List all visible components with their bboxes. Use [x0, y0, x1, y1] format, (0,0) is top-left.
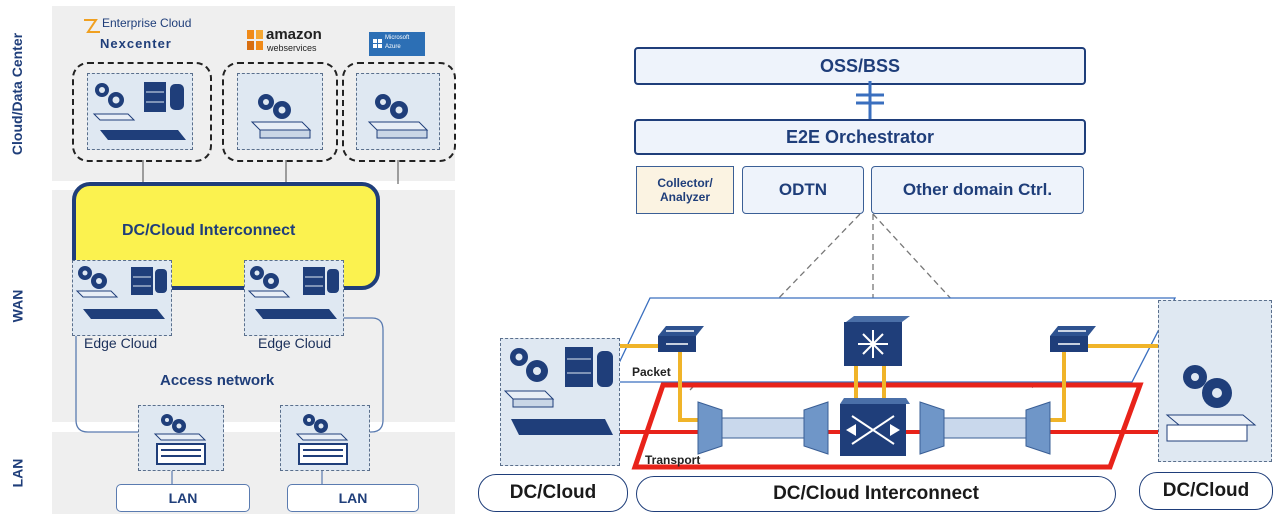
packet-label: Packet: [632, 365, 671, 379]
multiplexer-icon: [697, 401, 1051, 455]
nexcenter-text: Nexcenter: [100, 36, 172, 51]
transport-label: Transport: [645, 453, 701, 467]
cpe-device-icon: [295, 414, 349, 465]
enterprise-cloud-logo-icon: [84, 19, 100, 33]
collector-line-1: Collector/: [657, 176, 713, 190]
access-network-label: Access network: [160, 372, 275, 389]
roadm-icon: [840, 398, 910, 456]
aws-dc-panel: [237, 73, 323, 150]
cpe-1-panel: [138, 405, 224, 471]
oss-bss-box: OSS/BSS: [634, 47, 1086, 85]
left-connector-lines: [75, 160, 399, 484]
webservices-text: webservices: [267, 43, 317, 53]
aws-cube-icon: [247, 30, 263, 50]
lan-2-box: LAN: [287, 484, 419, 512]
transport-plane: [631, 382, 1144, 470]
windows-icon: [373, 39, 382, 48]
dc-cloud-left-panel: [500, 338, 620, 466]
enterprise-dc-box: [72, 62, 212, 162]
odtn-box: ODTN: [742, 166, 864, 214]
collector-line-2: Analyzer: [659, 190, 711, 204]
azure-text: Azure: [385, 44, 401, 50]
cpe-2-panel: [280, 405, 370, 471]
dc-cloud-interconnect-pill: DC/Cloud Interconnect: [636, 476, 1116, 512]
lan-1-box: LAN: [116, 484, 250, 512]
server-gear-icon: [367, 94, 429, 139]
edge-equipment-icon: [75, 266, 167, 319]
azure-dc-box: [342, 62, 456, 162]
server-gear-icon: [1165, 365, 1257, 442]
server-gear-icon: [250, 94, 312, 139]
other-domain-ctrl-box: Other domain Ctrl.: [871, 166, 1084, 214]
interface-connector-icon: [856, 81, 884, 119]
network-topology: [608, 213, 1177, 470]
aws-dc-box: [222, 62, 338, 162]
dc-cloud-right-panel: [1158, 300, 1272, 462]
aws-logo: amazon webservices: [246, 26, 322, 56]
cpe-device-icon: [153, 414, 207, 465]
switch-icon: [658, 326, 1096, 352]
router-icon: [844, 316, 910, 366]
azure-dc-panel: [356, 73, 440, 150]
edge-cloud-2-panel: [244, 260, 344, 336]
dc-cloud-right-pill: DC/Cloud: [1139, 472, 1273, 510]
azure-logo: Microsoft Azure: [369, 32, 425, 56]
interconnect-label: DC/Cloud Interconnect: [122, 222, 296, 239]
edge-cloud-1-panel: [72, 260, 172, 336]
dc-equipment-icon: [503, 347, 613, 435]
amazon-text: amazon: [266, 26, 322, 43]
collector-analyzer-box: Collector/ Analyzer: [636, 166, 734, 214]
enterprise-cloud-logo: Enterprise Cloud Nexcenter: [80, 14, 192, 56]
enterprise-dc-panel: [87, 73, 193, 150]
edge-cloud-1-label: Edge Cloud: [84, 335, 158, 351]
dc-cloud-left-pill: DC/Cloud: [478, 474, 628, 512]
e2e-orchestrator-label: E2E Orchestrator: [785, 126, 935, 147]
microsoft-text: Microsoft: [385, 35, 410, 41]
edge-equipment-icon: [247, 266, 339, 319]
enterprise-cloud-text: Enterprise Cloud: [102, 16, 192, 30]
dc-equipment-icon: [92, 82, 186, 140]
e2e-orchestrator-box: E2E Orchestrator: [634, 119, 1086, 155]
edge-cloud-2-label: Edge Cloud: [258, 335, 332, 351]
